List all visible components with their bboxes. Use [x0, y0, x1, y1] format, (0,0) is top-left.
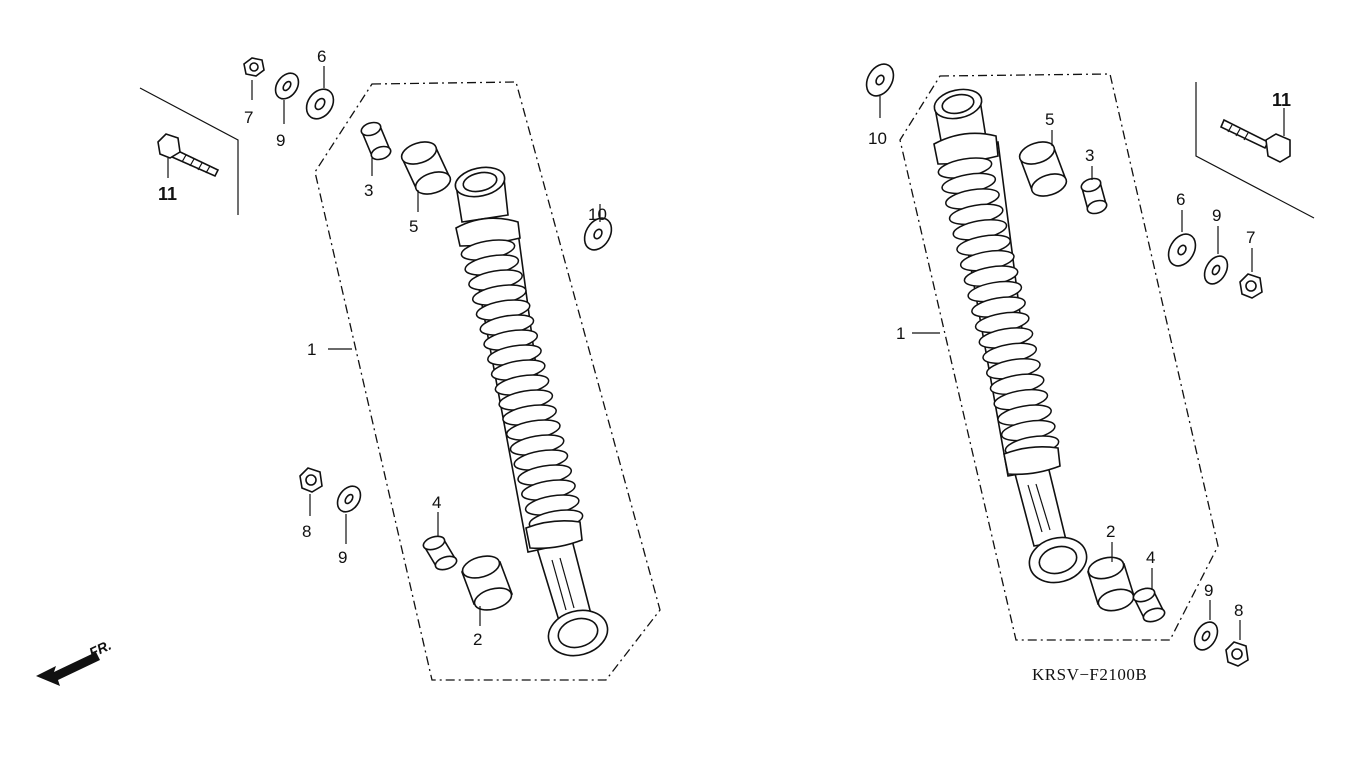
callout-1-right: 1: [896, 324, 905, 343]
left-washer-9-bottom-icon: [336, 485, 362, 513]
left-washer-9-top-icon: [274, 72, 300, 100]
left-flange-nut-icon: [243, 57, 265, 77]
callout-9-bottom: 9: [338, 548, 347, 567]
left-collar-icon: [360, 121, 392, 161]
callout-4: 4: [432, 493, 441, 512]
left-bushing-top-icon: [400, 141, 452, 195]
right-washer-9-bottom-icon: [1193, 621, 1219, 651]
left-bolt-boundary: [139, 87, 239, 215]
right-bushing-bottom-icon: [1086, 556, 1136, 612]
callout-6-right: 6: [1176, 190, 1185, 209]
left-collar-bottom-icon: [422, 535, 458, 571]
callout-7: 7: [244, 108, 253, 127]
callout-2: 2: [473, 630, 482, 649]
callout-2-right: 2: [1106, 522, 1115, 541]
callout-9: 9: [276, 131, 285, 150]
callout-8: 8: [302, 522, 311, 541]
left-bushing-bottom-icon: [460, 555, 514, 611]
left-flange-bolt-icon: [157, 133, 220, 178]
right-bolt-boundary: [1195, 82, 1315, 219]
callout-9-right: 9: [1212, 206, 1221, 225]
right-bushing-top-icon: [1018, 141, 1068, 197]
callout-7-right: 7: [1246, 228, 1255, 247]
right-washer-6-icon: [1167, 233, 1197, 267]
callout-5: 5: [409, 217, 418, 236]
left-shock-absorber-icon: [454, 166, 609, 657]
right-assembly-outline: [899, 73, 1219, 641]
callout-8-right: 8: [1234, 601, 1243, 620]
left-washer-6-icon: [305, 88, 335, 120]
right-collar-icon: [1080, 177, 1108, 215]
left-assembly: 7 9 6 11 3 5 10 1 4 2 8 9 FR.: [36, 47, 661, 686]
callout-9-bottom-right: 9: [1204, 581, 1213, 600]
callout-4-right: 4: [1146, 548, 1155, 567]
callout-10-right: 10: [868, 129, 887, 148]
left-washer-10-icon: [583, 217, 613, 251]
callout-5-right: 5: [1045, 110, 1054, 129]
right-cap-nut-icon: [1225, 641, 1249, 667]
diagram-code: KRSV−F2100B: [1032, 665, 1147, 684]
direction-label: FR.: [87, 637, 114, 661]
right-flange-nut-icon: [1239, 273, 1263, 299]
callout-3: 3: [364, 181, 373, 200]
callout-11-right: 11: [1272, 90, 1291, 110]
callout-10: 10: [588, 205, 607, 224]
right-collar-bottom-icon: [1132, 587, 1166, 623]
left-assembly-outline: [314, 81, 661, 681]
right-washer-9-top-icon: [1203, 255, 1229, 285]
direction-arrow-icon: FR.: [36, 637, 114, 686]
right-flange-bolt-icon: [1219, 118, 1291, 163]
callout-6: 6: [317, 47, 326, 66]
callout-3-right: 3: [1085, 146, 1094, 165]
callout-11: 11: [158, 184, 177, 204]
left-cap-nut-icon: [299, 467, 323, 493]
right-shock-absorber-icon: [933, 88, 1088, 584]
right-assembly: 10 5 3 11 6 9 7 1 2 4 9 8 KRSV−F2100B: [865, 63, 1315, 684]
right-washer-10-icon: [865, 63, 895, 97]
callout-1: 1: [307, 340, 316, 359]
